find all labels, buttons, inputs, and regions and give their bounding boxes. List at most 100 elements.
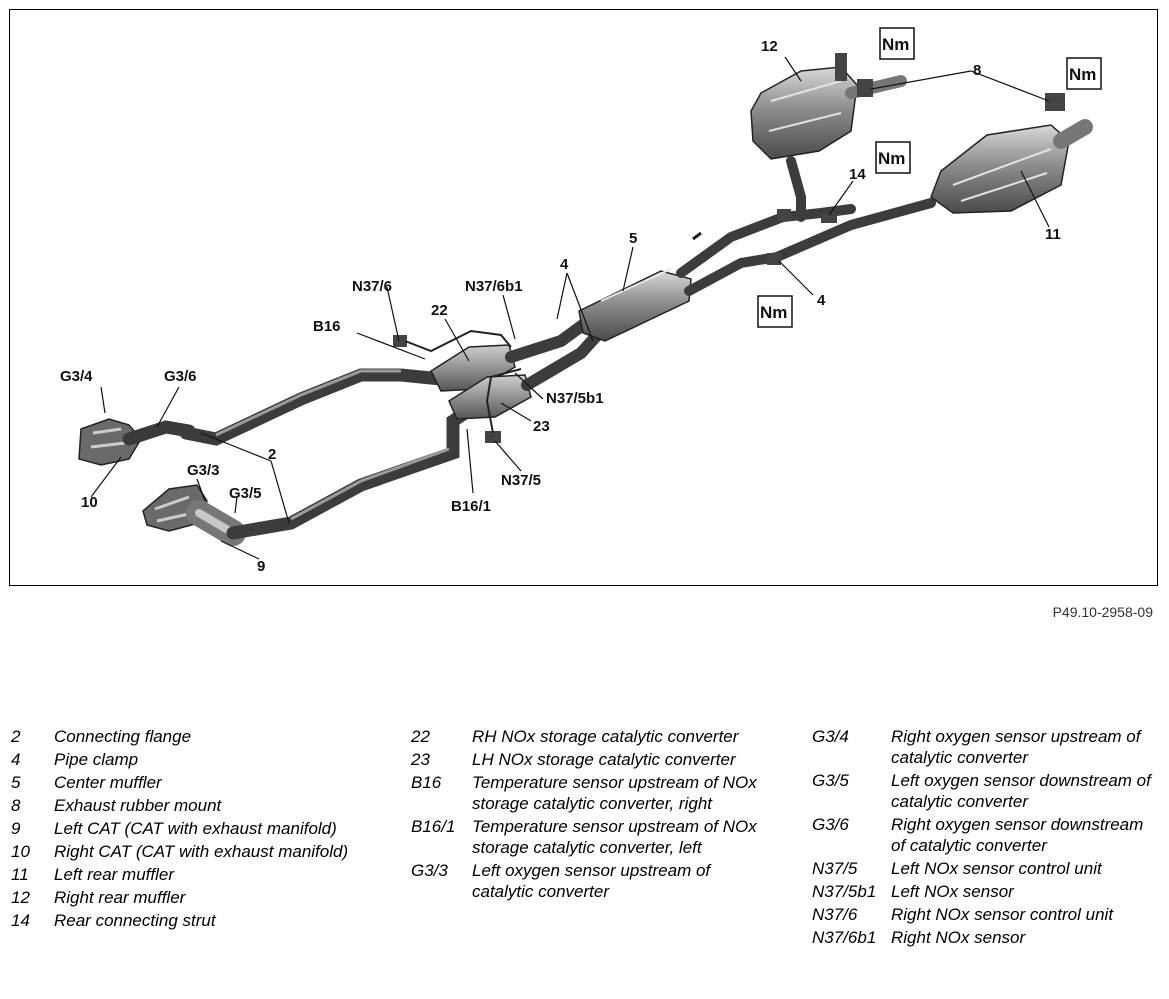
legend-column-3: G3/4 Right oxygen sensor upstream of cata…	[812, 726, 1162, 950]
legend-code: 23	[411, 750, 430, 769]
legend-code: N37/5	[812, 859, 858, 878]
legend-code: 2	[11, 727, 21, 746]
legend-item: N37/6b1 Right NOx sensor	[812, 927, 1162, 948]
nm-badge-right: Nm	[1066, 57, 1102, 90]
svg-text:Nm: Nm	[878, 149, 905, 168]
label-b16: B16	[313, 318, 341, 335]
legend-code: N37/6	[812, 905, 858, 924]
legend-description: Center muffler	[54, 773, 162, 792]
left-pipe	[226, 402, 478, 540]
legend-item: N37/5 Left NOx sensor control unit	[812, 858, 1162, 879]
label-11: 11	[1045, 226, 1061, 243]
legend-code: 22	[411, 727, 430, 746]
legend-item: 5 Center muffler	[11, 772, 351, 793]
nm-badge-lower: Nm	[757, 295, 793, 328]
legend-description: Rear connecting strut	[54, 911, 216, 930]
center-muffler	[578, 268, 692, 342]
legend-description: Left rear muffler	[54, 865, 174, 884]
label-g3-6: G3/6	[164, 368, 197, 385]
label-9: 9	[257, 558, 265, 575]
legend-code: 5	[11, 773, 21, 792]
legend-description: Right rear muffler	[54, 888, 186, 907]
nm-badge-middle: Nm	[875, 141, 911, 174]
label-4-lower: 4	[817, 292, 826, 309]
legend-description: Left NOx sensor control unit	[891, 859, 1102, 878]
legend-item: G3/4 Right oxygen sensor upstream of cata…	[812, 726, 1162, 768]
legend-description: Temperature sensor upstream of NOx stora…	[472, 773, 757, 813]
legend-code: 8	[11, 796, 21, 815]
svg-text:Nm: Nm	[882, 35, 909, 54]
label-b16-1: B16/1	[451, 498, 491, 515]
right-rear-muffler	[750, 66, 907, 222]
label-2: 2	[268, 446, 276, 463]
legend-item: 14 Rear connecting strut	[11, 910, 351, 931]
legend-item: 23 LH NOx storage catalytic converter	[411, 749, 771, 770]
leader-lines	[90, 56, 1050, 560]
label-14: 14	[849, 166, 866, 183]
legend-item: 10 Right CAT (CAT with exhaust manifold)	[11, 841, 351, 862]
legend-description: Right NOx sensor control unit	[891, 905, 1114, 924]
legend-description: Right oxygen sensor downstream of cataly…	[891, 815, 1144, 855]
legend-code: 10	[11, 842, 30, 861]
legend-code: B16/1	[411, 817, 456, 836]
label-g3-3: G3/3	[187, 462, 220, 479]
legend-item: N37/5b1 Left NOx sensor	[812, 881, 1162, 902]
label-8: 8	[973, 62, 981, 79]
left-cat-manifold	[142, 484, 246, 546]
legend-item: 22 RH NOx storage catalytic converter	[411, 726, 771, 747]
legend-description: Temperature sensor upstream of NOx stora…	[472, 817, 757, 857]
legend-description: Left NOx sensor	[891, 882, 1014, 901]
legend-description: Connecting flange	[54, 727, 192, 746]
label-5: 5	[629, 230, 637, 247]
nox-catalysts	[430, 344, 532, 420]
svg-text:Nm: Nm	[1069, 65, 1096, 84]
label-n37-5b1: N37/5b1	[546, 390, 604, 407]
label-n37-6b1: N37/6b1	[465, 278, 523, 295]
legend-code: 14	[11, 911, 30, 930]
legend-item: B16 Temperature sensor upstream of NOx st…	[411, 772, 771, 814]
legend-item: 4 Pipe clamp	[11, 749, 351, 770]
label-g3-4: G3/4	[60, 368, 93, 385]
legend-item: N37/6 Right NOx sensor control unit	[812, 904, 1162, 925]
right-pipe	[179, 368, 448, 446]
label-12: 12	[761, 38, 778, 55]
legend-code: G3/5	[812, 771, 849, 790]
legend-description: Right NOx sensor	[891, 928, 1026, 947]
legend-item: 2 Connecting flange	[11, 726, 351, 747]
legend-item: G3/5 Left oxygen sensor downstream of cat…	[812, 770, 1162, 812]
right-cat-manifold	[78, 418, 196, 466]
legend-description: Pipe clamp	[54, 750, 139, 769]
label-n37-6: N37/6	[352, 278, 392, 295]
legend-description: Left oxygen sensor upstream of catalytic…	[472, 861, 711, 901]
legend-description: RH NOx storage catalytic converter	[472, 727, 739, 746]
legend-code: 9	[11, 819, 21, 838]
exhaust-illustration: G3/4 G3/6 2 G3/3 G3/5 10 9 B16 N37/6 22 …	[60, 27, 1102, 575]
svg-text:Nm: Nm	[760, 303, 787, 322]
legend-code: N37/5b1	[812, 882, 877, 901]
figure-code: P49.10-2958-09	[1052, 604, 1153, 620]
label-23: 23	[533, 418, 550, 435]
legend-code: N37/6b1	[812, 928, 877, 947]
legend-description: Left oxygen sensor downstream of catalyt…	[891, 771, 1151, 811]
legend-item: G3/6 Right oxygen sensor downstream of ca…	[812, 814, 1162, 856]
label-n37-5: N37/5	[501, 472, 541, 489]
legend-column-1: 2 Connecting flange 4 Pipe clamp 5 Center muf…	[11, 726, 351, 933]
legend-description: Right oxygen sensor upstream of catalyti…	[891, 727, 1141, 767]
exhaust-system-diagram: G3/4 G3/6 2 G3/3 G3/5 10 9 B16 N37/6 22 …	[9, 9, 1158, 586]
legend-code: B16	[411, 773, 442, 792]
nm-badge-top: Nm	[879, 27, 915, 60]
legend-description: Exhaust rubber mount	[54, 796, 222, 815]
legend-item: 11 Left rear muffler	[11, 864, 351, 885]
legend-code: G3/6	[812, 815, 849, 834]
legend-code: 11	[11, 865, 29, 884]
legend-code: G3/4	[812, 727, 849, 746]
legend-code: 12	[11, 888, 30, 907]
legend-description: Right CAT (CAT with exhaust manifold)	[54, 842, 349, 861]
label-10: 10	[81, 494, 98, 511]
legend-item: 8 Exhaust rubber mount	[11, 795, 351, 816]
legend-code: 4	[11, 750, 21, 769]
legend-description: LH NOx storage catalytic converter	[472, 750, 736, 769]
legend-column-2: 22 RH NOx storage catalytic converter 23 LH…	[411, 726, 771, 904]
